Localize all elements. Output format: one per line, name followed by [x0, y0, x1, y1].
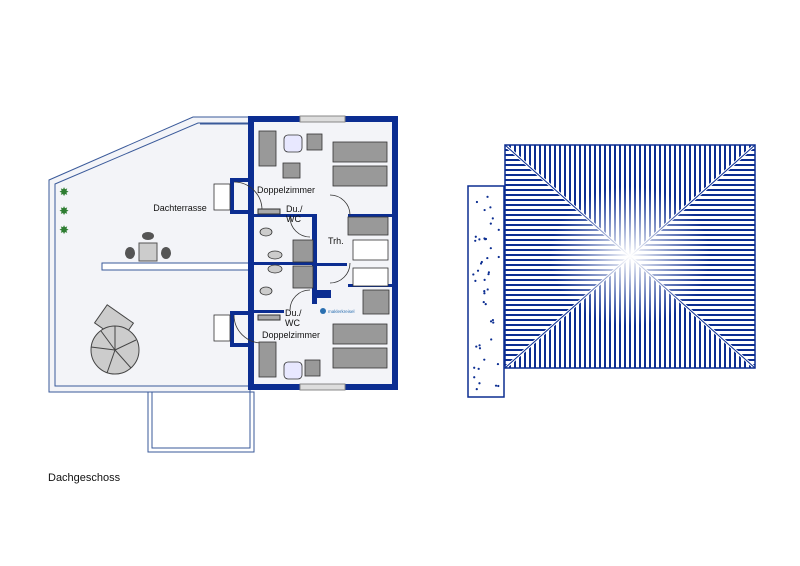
hip-roof	[504, 143, 756, 370]
room-label-bath-bottom-2: WC	[285, 318, 300, 328]
room-label-stairwell: Trh.	[328, 236, 344, 246]
table-with-chairs-icon	[125, 232, 171, 262]
logo-text: maklerkreisel	[328, 309, 355, 314]
spiral-staircase-icon	[90, 304, 140, 375]
logo-icon	[320, 308, 326, 314]
room-label-bath-bottom-1: Du./	[285, 308, 302, 318]
room-label-bath-top-1: Du./	[286, 204, 303, 214]
plant-icon: ✸	[59, 204, 69, 218]
plant-icons: ✸ ✸ ✸	[59, 185, 69, 237]
roof-slope-hatch	[398, 120, 465, 382]
room-label-bath-top-2: WC	[286, 214, 301, 224]
building: Doppelzimmer Du./ WC Trh. Du./ WC Doppel…	[153, 115, 398, 391]
roof-edge-strip	[467, 185, 505, 398]
room-label-terrace: Dachterrasse	[153, 203, 207, 213]
room-label-bedroom-bottom: Doppelzimmer	[262, 330, 320, 340]
furniture	[258, 130, 390, 378]
plant-icon: ✸	[59, 185, 69, 199]
floor-title: Dachgeschoss	[48, 472, 121, 484]
plant-icon: ✸	[59, 223, 69, 237]
roof-terrace	[48, 116, 255, 453]
room-label-bedroom-top: Doppelzimmer	[257, 185, 315, 195]
